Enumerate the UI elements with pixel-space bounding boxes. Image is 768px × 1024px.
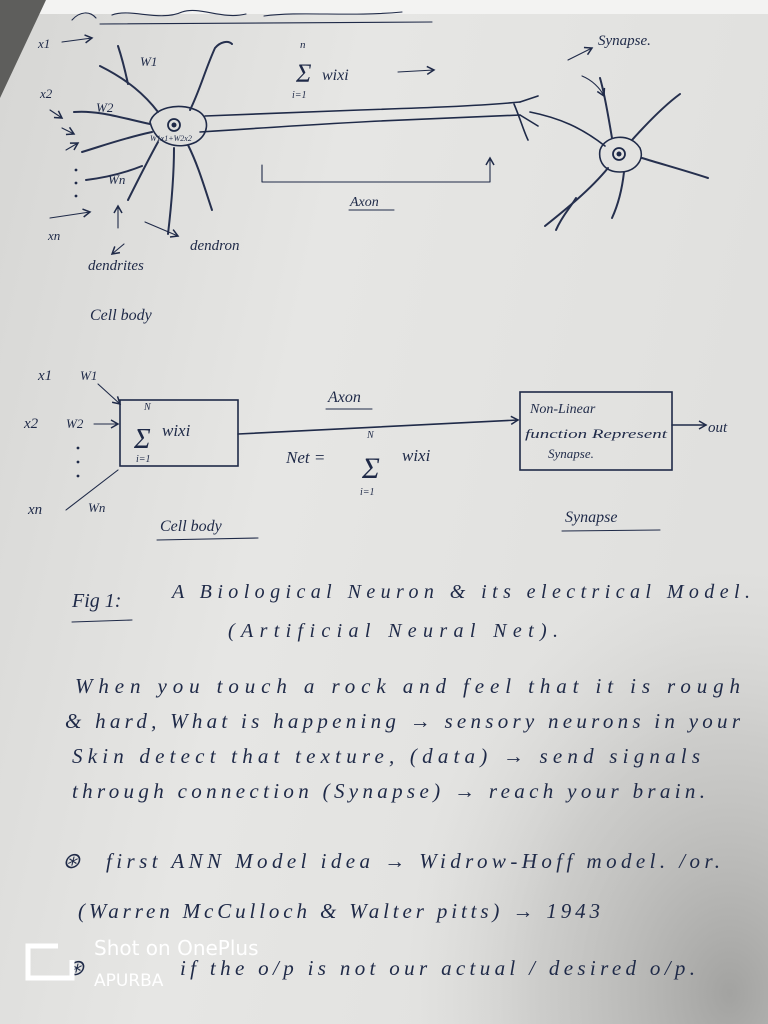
sum-lower-limit: i=1 [292, 90, 307, 101]
input-x1-label: x1 [37, 36, 50, 51]
input-line [97, 383, 122, 406]
sum-term: wixi [162, 421, 191, 440]
synapse-underline [561, 529, 661, 532]
synapse-pointer-arrow [567, 46, 594, 61]
net-label: Net = [285, 448, 325, 467]
activation-box [519, 391, 673, 471]
dendrites-label: dendrites [88, 258, 144, 274]
dendrite-branch [555, 197, 577, 231]
input-arrow [61, 34, 94, 44]
dendron-pointer-arrow [144, 221, 180, 238]
dendrite-branch [544, 167, 609, 227]
sigma-symbol: Σ [133, 424, 151, 455]
nucleus-2-core [616, 151, 622, 157]
nucleus-core [171, 122, 177, 128]
dendrite-branch [631, 93, 681, 141]
dendrite-branch [611, 171, 625, 219]
activation-line-2: function Represent [525, 426, 668, 441]
soma [149, 105, 208, 147]
input-line [65, 469, 119, 511]
dendrite-branch [99, 65, 159, 113]
dendrite-branch [641, 157, 709, 179]
activation-line-3: Synapse. [548, 446, 594, 461]
input-x2-label: x2 [23, 416, 39, 432]
axon-upper [204, 101, 521, 117]
activation-line-1: Non-Linear [529, 402, 596, 417]
oneplus-logo-icon [25, 943, 75, 981]
dendrites-pointer-arrow [110, 243, 125, 255]
weight-w2-label: W2 [96, 100, 114, 115]
axon-terminal [513, 95, 606, 147]
dendron-label: dendron [190, 238, 239, 254]
camera-watermark: Shot on OnePlus APURBA [25, 936, 259, 991]
axon-bracket [261, 156, 495, 183]
sum-lower-limit: i=1 [136, 454, 151, 465]
axon-lower [199, 114, 521, 133]
nucleus-2 [612, 147, 626, 161]
nucleus [167, 118, 181, 132]
weight-w1-label: W1 [140, 54, 157, 69]
output-label: out [708, 420, 728, 436]
weight-w2-label: W2 [66, 416, 84, 431]
caption-line-1: A Biological Neuron & its electrical Mod… [170, 581, 750, 603]
axon-line [237, 415, 520, 435]
cell-body-box [119, 399, 239, 467]
figure-label-underline [71, 619, 133, 623]
input-xn-label: xn [27, 502, 42, 518]
note-bullet: ⊛ [62, 848, 81, 873]
soma-2 [598, 136, 642, 173]
note-text: first ANN Model idea → Widrow-Hoff model… [106, 849, 720, 873]
ellipsis-dot [76, 474, 80, 478]
watermark-line-2: APURBA [94, 971, 164, 991]
dendrite-branch [73, 110, 151, 125]
sum-upper-limit: N [143, 402, 152, 413]
dendrite-branch [189, 40, 233, 111]
ellipsis-dot [76, 446, 80, 450]
input-x2-label: x2 [39, 86, 53, 101]
watermark-line-1: Shot on OnePlus [94, 936, 259, 960]
axon-label: Axon [349, 195, 379, 210]
ellipsis-dot [76, 460, 80, 464]
cropped-heading-strokes [71, 9, 433, 25]
input-arrow [49, 109, 64, 119]
synapse-label: Synapse [565, 509, 617, 526]
biological-neuron-diagram: W1x1+W2x2 x1 x2 W1 W2 Wn [37, 33, 709, 324]
synapse-pointer-arrow [581, 75, 606, 98]
cell-body-label: Cell body [90, 307, 153, 324]
dendrite-branch [85, 165, 143, 181]
electrical-model-diagram: x1 W1 x2 W2 xn Wn N Σ wixi i=1 Axon Net … [23, 368, 728, 541]
net-upper-limit: N [366, 430, 375, 441]
cell-body-underline [156, 537, 259, 541]
dendrite-branch [599, 77, 613, 139]
axon-label: Axon [327, 389, 361, 406]
sum-upper-limit: n [300, 39, 306, 51]
dendrite-branch [167, 147, 175, 235]
input-x1-label: x1 [37, 368, 52, 384]
soma-note: W1x1+W2x2 [150, 134, 192, 143]
net-term: wixi [402, 446, 431, 465]
synapse-label: Synapse. [598, 33, 651, 49]
net-sigma-symbol: Σ [361, 452, 380, 485]
input-arrow [49, 208, 92, 219]
dendrite-branch [81, 131, 153, 153]
dendrite-branch [117, 45, 129, 85]
input-arrow [61, 126, 76, 136]
dendrite-branch [187, 144, 213, 211]
weight-wn-label: Wn [88, 500, 105, 515]
weight-w1-label: W1 [80, 368, 97, 383]
input-arrow [65, 142, 80, 151]
sum-term: wixi [322, 67, 349, 84]
dendrite-branch [127, 141, 159, 201]
weight-wn-label: Wn [108, 172, 125, 187]
figure-label: Fig 1: [71, 590, 121, 612]
ellipsis-dot [74, 168, 78, 172]
sigma-symbol: Σ [295, 59, 312, 88]
cell-body-label: Cell body [160, 518, 223, 535]
net-lower-limit: i=1 [360, 487, 375, 498]
input-xn-label: xn [47, 228, 60, 243]
sum-arrow [397, 65, 436, 76]
ellipsis-dot [74, 181, 78, 185]
ellipsis-dot [74, 194, 78, 198]
